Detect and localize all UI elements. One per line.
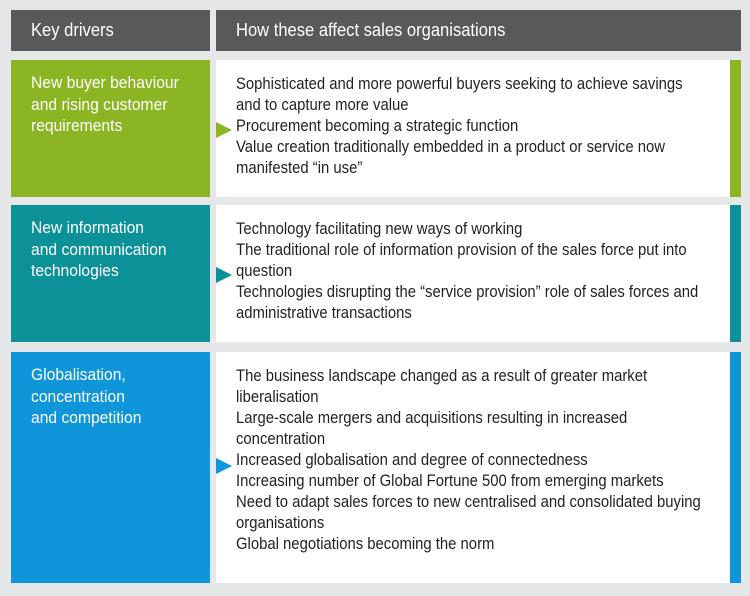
effects-panel: [216, 352, 741, 583]
pointer-arrow-icon: [216, 458, 232, 474]
effect-line: Procurement becoming a strategic functio…: [236, 117, 519, 135]
effect-line: Technology facilitating new ways of work…: [236, 220, 523, 238]
effect-line: Global negotiations becoming the norm: [236, 535, 495, 553]
driver-row-technologies: New information and communication techno…: [11, 205, 741, 342]
pointer-arrow-icon: [216, 267, 232, 283]
accent-bar: [730, 205, 741, 342]
effect-line: liberalisation: [236, 388, 319, 406]
driver-label-line: concentration: [31, 386, 125, 406]
effect-line: manifested “in use”: [236, 159, 363, 177]
accent-bar: [730, 60, 741, 197]
effect-line: Increasing number of Global Fortune 500 …: [236, 472, 664, 490]
effect-line: Need to adapt sales forces to new centra…: [236, 493, 701, 511]
driver-label: Globalisation, concentration and competi…: [11, 352, 210, 583]
effects-list: Sophisticated and more powerful buyers s…: [236, 74, 711, 179]
driver-label-line: and communication: [31, 239, 167, 259]
effect-line: The business landscape changed as a resu…: [236, 367, 648, 385]
header-key-drivers-label: Key drivers: [31, 20, 114, 40]
effect-line: The traditional role of information prov…: [236, 241, 687, 259]
effect-line: Technologies disrupting the “service pro…: [236, 283, 699, 301]
effects-panel: [216, 205, 741, 342]
driver-row-buyer-behaviour: New buyer behaviour and rising customer …: [11, 60, 741, 197]
driver-label-line: technologies: [31, 261, 119, 280]
driver-label-line: New information: [31, 218, 145, 237]
effect-line: and to capture more value: [236, 96, 409, 114]
effects-list: Technology facilitating new ways of work…: [236, 219, 711, 324]
effect-line: Sophisticated and more powerful buyers s…: [236, 75, 683, 93]
driver-label-line: requirements: [31, 116, 123, 135]
effect-line: Increased globalisation and degree of co…: [236, 451, 588, 469]
header-key-drivers: Key drivers: [11, 10, 210, 51]
effect-line: administrative transactions: [236, 304, 412, 322]
driver-label-line: and rising customer: [31, 94, 168, 114]
effect-line: Large-scale mergers and acquisitions res…: [236, 409, 628, 427]
header-effects-label: How these affect sales organisations: [236, 20, 506, 40]
driver-label-line: New buyer behaviour: [31, 73, 179, 92]
effects-panel: [216, 60, 741, 197]
driver-row-globalisation: Globalisation, concentration and competi…: [11, 352, 741, 583]
effect-line: organisations: [236, 514, 325, 532]
driver-label: New information and communication techno…: [11, 205, 210, 342]
pointer-arrow-icon: [216, 122, 232, 138]
effect-line: concentration: [236, 430, 326, 448]
effects-list: The business landscape changed as a resu…: [236, 366, 711, 555]
accent-bar: [730, 352, 741, 583]
driver-label: New buyer behaviour and rising customer …: [11, 60, 210, 197]
effect-line: question: [236, 262, 293, 280]
effect-line: Value creation traditionally embedded in…: [236, 138, 665, 156]
driver-label-line: Globalisation,: [31, 365, 126, 384]
driver-label-line: and competition: [31, 408, 142, 427]
header-effects: How these affect sales organisations: [216, 10, 741, 51]
